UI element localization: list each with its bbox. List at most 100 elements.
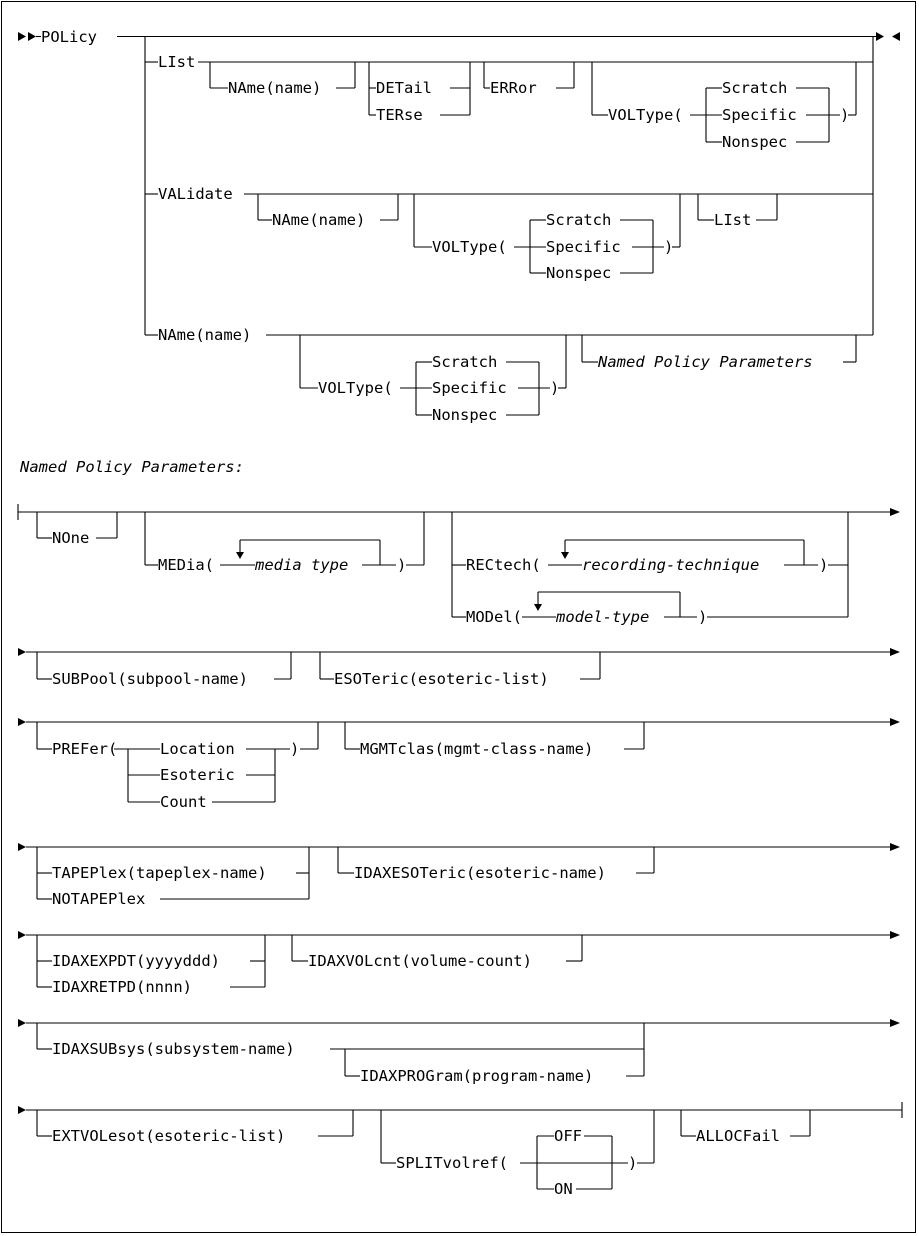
repeat-arrow-icon xyxy=(236,552,244,559)
named-voltype-close: ) xyxy=(550,379,559,397)
svg-text:MGMTclas(mgmt-class-name): MGMTclas(mgmt-class-name) xyxy=(360,740,593,758)
validate-voltype-close: ) xyxy=(664,238,673,256)
error-keyword: ERRor xyxy=(490,79,537,97)
named-nonspec: Nonspec xyxy=(432,406,497,424)
validate-specific: Specific xyxy=(546,238,621,256)
idaxretpd-var: nnnn xyxy=(145,978,182,996)
svg-text:IDAXVOLcnt(volume-count): IDAXVOLcnt(volume-count) xyxy=(308,952,532,970)
continue-arrow-icon xyxy=(890,931,900,939)
continue-arrow-icon xyxy=(890,508,900,516)
repeat-arrow-icon xyxy=(534,604,542,611)
list-name-close: ) xyxy=(312,79,321,97)
continue-arrow-icon xyxy=(890,1019,900,1027)
allocfail-keyword: ALLOCFail xyxy=(696,1127,780,1145)
idaxvolcnt-var: volume-count xyxy=(411,952,523,970)
idaxesoteric-var: esoteric-name xyxy=(475,864,596,882)
list-voltype-close: ) xyxy=(840,106,849,124)
continue-arrow-icon xyxy=(18,648,26,656)
named-name-var: name xyxy=(205,326,242,344)
continue-arrow-icon xyxy=(18,931,26,939)
named-name-close: ) xyxy=(242,326,251,344)
rectech-var: recording-technique xyxy=(582,556,759,574)
validate-name-close: ) xyxy=(356,211,365,229)
tapeplex-close: ) xyxy=(257,864,266,882)
named-voltype-open: VOLType( xyxy=(318,379,393,397)
model-var: model-type xyxy=(555,608,649,626)
splitvolref-off: OFF xyxy=(554,1127,582,1145)
rectech-open: RECtech( xyxy=(466,556,541,574)
mgmtclas-var: mgmt-class-name xyxy=(444,740,584,758)
continue-arrow-icon xyxy=(18,843,26,851)
validate-voltype-open: VOLType( xyxy=(432,238,507,256)
validate-keyword: VALidate xyxy=(158,185,233,203)
idaxvolcnt-open: IDAXVOLcnt( xyxy=(308,952,411,970)
continue-arrow-icon xyxy=(890,843,900,851)
svg-text:EXTVOLesot(esoteric-list): EXTVOLesot(esoteric-list) xyxy=(52,1127,285,1145)
terse-keyword: TERse xyxy=(376,106,423,124)
validate-name-open: NAme( xyxy=(272,211,319,229)
splitvolref-open: SPLITvolref( xyxy=(396,1154,508,1172)
idaxretpd-close: ) xyxy=(183,978,192,996)
detail-keyword: DETail xyxy=(376,79,432,97)
splitvolref-on: ON xyxy=(554,1180,573,1198)
svg-text:IDAXPROGram(program-name): IDAXPROGram(program-name) xyxy=(360,1067,593,1085)
rectech-close: ) xyxy=(819,556,828,574)
notapeplex-keyword: NOTAPEPlex xyxy=(52,890,145,908)
list-nonspec: Nonspec xyxy=(722,133,787,151)
fragment-row-7: EXTVOLesot(esoteric-list) SPLITvolref( O… xyxy=(18,1102,903,1198)
validate-name-var: name xyxy=(319,211,356,229)
svg-text:IDAXESOTeric(esoteric-name): IDAXESOTeric(esoteric-name) xyxy=(354,864,606,882)
extvolesot-close: ) xyxy=(276,1127,285,1145)
idaxprogram-close: ) xyxy=(584,1067,593,1085)
named-specific: Specific xyxy=(432,379,507,397)
prefer-open: PREFer( xyxy=(52,740,117,758)
idaxsubsys-open: IDAXSUBsys( xyxy=(52,1040,155,1058)
media-var: media type xyxy=(254,556,348,574)
prefer-count: Count xyxy=(160,793,207,811)
list-keyword: LIst xyxy=(158,53,195,71)
continue-arrow-icon xyxy=(890,648,900,656)
idaxretpd-open: IDAXRETPD( xyxy=(52,978,145,996)
continue-arrow-icon xyxy=(18,1106,26,1114)
svg-text:NAme(name): NAme(name) xyxy=(228,79,321,97)
tapeplex-var: tapeplex-name xyxy=(136,864,257,882)
repeat-arrow-icon xyxy=(561,552,569,559)
fragment-row-2: SUBPool(subpool-name) ESOTeric(esoteric-… xyxy=(18,648,900,688)
subpool-open: SUBPool( xyxy=(52,670,127,688)
list-voltype-open: VOLType( xyxy=(608,106,683,124)
idaxexpdt-var: yyyyddd xyxy=(145,952,210,970)
media-open: MEDia( xyxy=(158,556,214,574)
extvolesot-open: EXTVOLesot( xyxy=(52,1127,155,1145)
list-name-var: name xyxy=(275,79,312,97)
subpool-var: subpool-name xyxy=(127,670,239,688)
idaxexpdt-close: ) xyxy=(211,952,220,970)
svg-text:IDAXEXPDT(yyyyddd): IDAXEXPDT(yyyyddd) xyxy=(52,952,220,970)
subpool-close: ) xyxy=(239,670,248,688)
idaxesoteric-close: ) xyxy=(597,864,606,882)
idaxprogram-var: program-name xyxy=(472,1067,584,1085)
list-name-open: NAme( xyxy=(228,79,275,97)
main-syntax: POLicy LIst NAme(name) DETail TERse ERRo… xyxy=(18,28,900,424)
tapeplex-open: TAPEPlex( xyxy=(52,864,136,882)
extvolesot-var: esoteric-list xyxy=(155,1127,276,1145)
fragment-row-4: TAPEPlex(tapeplex-name) NOTAPEPlex IDAXE… xyxy=(18,843,900,908)
validate-list-keyword: LIst xyxy=(714,211,751,229)
svg-text:ESOTeric(esoteric-list): ESOTeric(esoteric-list) xyxy=(334,670,549,688)
mgmtclas-close: ) xyxy=(584,740,593,758)
list-specific: Specific xyxy=(722,106,797,124)
named-name-open: NAme( xyxy=(158,326,205,344)
fragment-row-6: IDAXSUBsys(subsystem-name) IDAXPROGram(p… xyxy=(18,1019,900,1085)
continue-arrow-icon xyxy=(18,718,26,726)
start-arrow-icon xyxy=(18,32,26,41)
mgmtclas-open: MGMTclas( xyxy=(360,740,444,758)
esoteric-var: esoteric-list xyxy=(418,670,539,688)
idaxvolcnt-close: ) xyxy=(523,952,532,970)
model-close: ) xyxy=(698,608,707,626)
svg-text:IDAXRETPD(nnnn): IDAXRETPD(nnnn) xyxy=(52,978,192,996)
none-keyword: NOne xyxy=(52,529,89,547)
validate-scratch: Scratch xyxy=(546,211,611,229)
svg-text:SUBPool(subpool-name): SUBPool(subpool-name) xyxy=(52,670,248,688)
end-arrow-icon xyxy=(876,32,884,41)
fragment-row-5: IDAXEXPDT(yyyyddd) IDAXRETPD(nnnn) IDAXV… xyxy=(18,931,900,996)
fragment-row-3: PREFer( Location Esoteric Count ) MGMTcl… xyxy=(18,718,900,811)
